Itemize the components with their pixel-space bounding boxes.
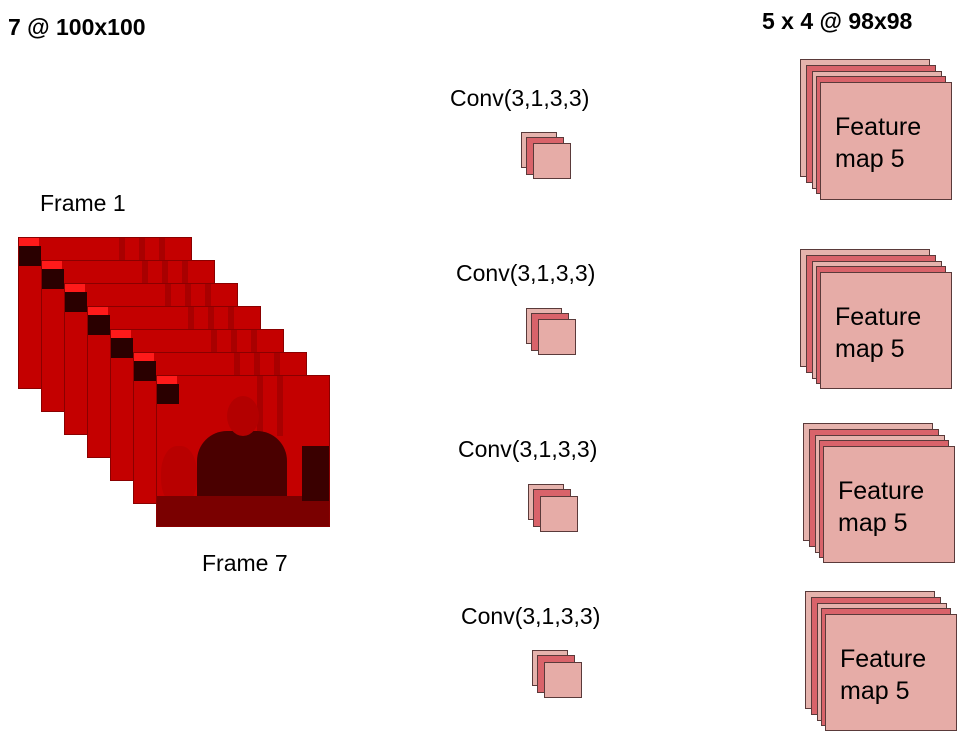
input-title: 7 @ 100x100 <box>8 14 146 40</box>
feature-map-label-1-line1: Feature <box>835 113 922 141</box>
feature-map-label-2-line1: Feature <box>835 303 922 331</box>
feature-map-label-2-line2: map 5 <box>835 335 905 363</box>
conv-label-1: Conv(3,1,3,3) <box>450 85 590 111</box>
frame-1-label: Frame 1 <box>40 190 126 216</box>
feature-map-label-3-line2: map 5 <box>838 509 908 537</box>
conv-label-3: Conv(3,1,3,3) <box>458 436 598 462</box>
conv-label-2: Conv(3,1,3,3) <box>456 260 596 286</box>
frame-7-label: Frame 7 <box>202 550 288 576</box>
feature-map-label-4-line1: Feature <box>840 645 927 673</box>
conv-label-4: Conv(3,1,3,3) <box>461 603 601 629</box>
feature-map-label-1-line2: map 5 <box>835 145 905 173</box>
feature-map-label-4-line2: map 5 <box>840 677 910 705</box>
feature-map-label-3-line1: Feature <box>838 477 925 505</box>
output-title: 5 x 4 @ 98x98 <box>762 8 913 34</box>
frame-7 <box>156 375 330 527</box>
